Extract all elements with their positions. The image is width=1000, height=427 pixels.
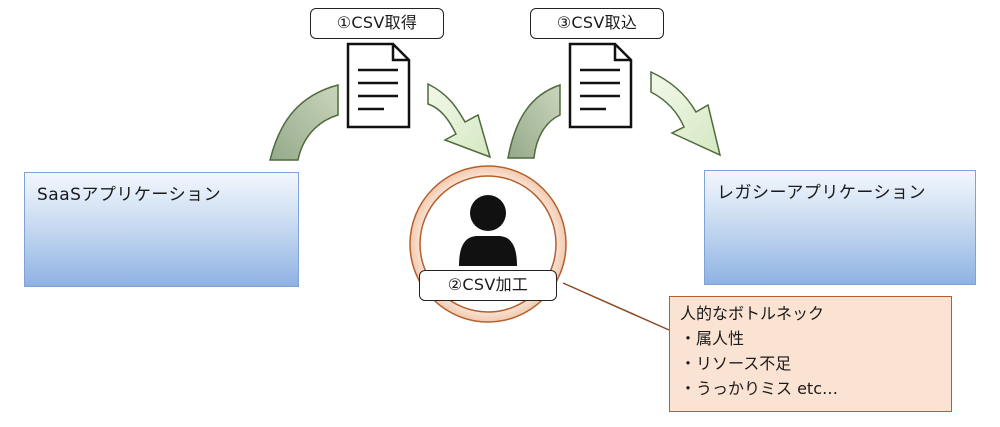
saas-application-box: SaaSアプリケーション	[24, 172, 299, 287]
saas-application-label: SaaSアプリケーション	[37, 185, 222, 205]
note-title: 人的なボトルネック	[680, 304, 825, 323]
legacy-application-label: レガシーアプリケーション	[717, 183, 926, 203]
note-item: ・リソース不足	[680, 354, 792, 373]
legacy-application-box: レガシーアプリケーション	[704, 170, 976, 285]
person-icon	[459, 195, 517, 266]
step-csv-fetch-text: ①CSV取得	[336, 13, 418, 32]
arrow-doc1-to-person	[427, 82, 492, 159]
step-csv-import-label: ③CSV取込	[530, 8, 664, 39]
document-icon	[568, 42, 633, 129]
arrow-person-to-doc3	[507, 83, 561, 159]
bottleneck-note: 人的なボトルネック ・属人性 ・リソース不足 ・うっかりミス etc…	[669, 296, 952, 412]
note-item: ・属人性	[680, 329, 745, 348]
callout-connector	[562, 282, 670, 331]
step-csv-process-text: ②CSV加工	[447, 275, 529, 294]
step-csv-import-text: ③CSV取込	[556, 13, 638, 32]
arrow-doc3-to-legacy	[650, 70, 722, 157]
step-csv-fetch-label: ①CSV取得	[310, 8, 444, 39]
arrow-saas-to-doc1	[269, 84, 339, 161]
document-icon	[346, 42, 411, 129]
note-item: ・うっかりミス etc…	[680, 379, 839, 398]
step-csv-process-label: ②CSV加工	[419, 270, 557, 301]
